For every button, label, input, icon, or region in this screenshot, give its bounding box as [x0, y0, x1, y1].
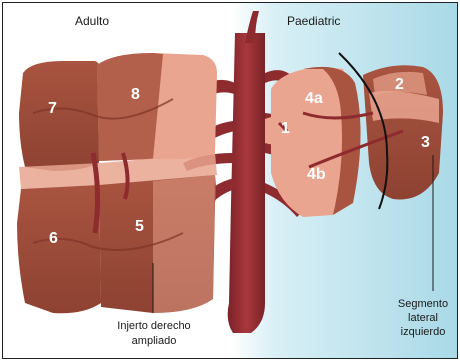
segment-4a-label: 4a: [305, 90, 323, 107]
right-graft-label-line2: ampliado: [132, 335, 177, 347]
segment-7-lobe: [19, 61, 101, 171]
left-lateral-label-line3: izquierdo: [401, 326, 446, 338]
segment-4b-label: 4b: [307, 166, 326, 183]
segment-6-lobe: [17, 185, 101, 313]
left-lateral-label-line2: lateral: [408, 312, 438, 324]
left-lateral-label-line1: Segmento: [398, 298, 448, 310]
liver-split-diagram: Adulto Paediatric 7 8 6 5 1 4a 4b 2 3 In…: [3, 3, 457, 358]
adult-heading: Adulto: [75, 14, 109, 28]
segment-5-label: 5: [135, 218, 144, 235]
segment-2-label: 2: [395, 76, 404, 93]
segment-6-label: 6: [49, 230, 58, 247]
segment-1-label: 1: [281, 120, 290, 137]
paediatric-heading: Paediatric: [287, 14, 340, 28]
segment-8-label: 8: [131, 86, 140, 103]
paediatric-left-liver: [265, 65, 443, 217]
segment-7-label: 7: [48, 100, 57, 117]
segment-3-label: 3: [421, 134, 430, 151]
right-graft-label-line1: Injerto derecho: [117, 320, 190, 332]
adult-right-liver: [17, 53, 217, 313]
